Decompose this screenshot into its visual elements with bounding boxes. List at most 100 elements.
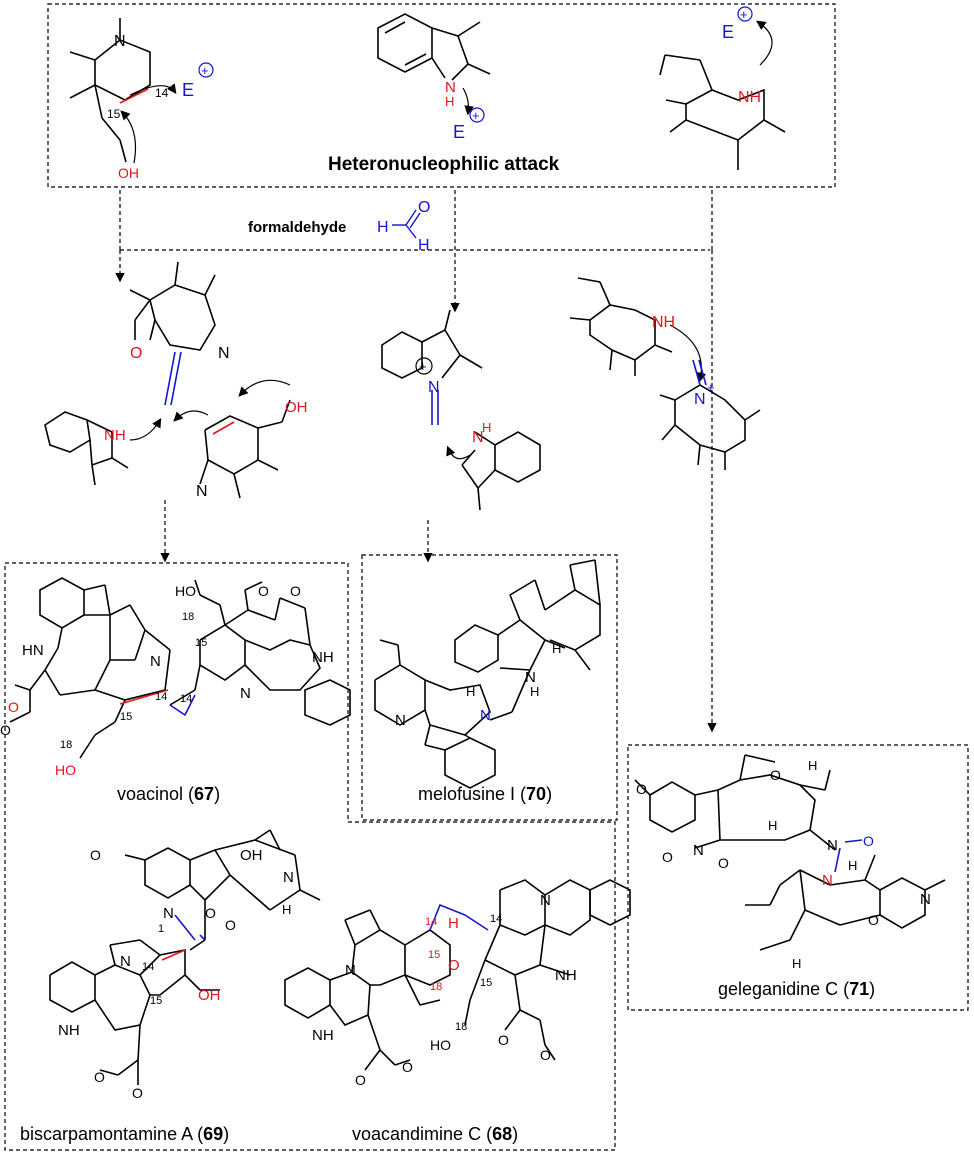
c69-n3: N — [283, 869, 294, 886]
int-b-h: H — [482, 420, 491, 435]
c67-c15-a: 15 — [195, 637, 207, 649]
frag1-c14: 14 — [155, 86, 169, 100]
int-b-n2: N — [472, 429, 484, 446]
c67-ho-top: HO — [175, 583, 196, 599]
c69-oh: OH — [240, 847, 263, 864]
c67-n1: N — [150, 653, 161, 670]
frag1-electrophile: E — [182, 80, 194, 100]
c67-c18-bottom: 18 — [60, 739, 72, 751]
c68-n1: N — [345, 962, 356, 979]
c68-c14-a: 14 — [425, 916, 437, 928]
frag3-nh: NH — [738, 89, 761, 106]
reagent-h: H — [377, 219, 389, 236]
c67-o3: O — [258, 583, 269, 599]
c68-ho: HO — [430, 1037, 451, 1053]
c69-o5: O — [132, 1085, 143, 1101]
c70-h3: H — [466, 684, 475, 699]
c71-o4: O — [770, 767, 781, 783]
int-a-n: N — [218, 345, 230, 362]
intermediate-c — [569, 277, 761, 470]
compound-69-label: biscarpamontamine A (69) — [20, 1124, 229, 1144]
c67-ho-bottom: HO — [55, 762, 76, 778]
c69-o3: O — [225, 917, 236, 933]
int-b-n: N — [428, 379, 440, 396]
c70-n1: N — [525, 669, 536, 686]
svg-text:+: + — [740, 7, 748, 22]
int-a-n2: N — [196, 483, 208, 500]
intermediate-b — [381, 309, 541, 511]
panel-title: Heteronucleophilic attack — [328, 154, 560, 175]
c69-c1: 1 — [158, 923, 164, 935]
c71-o6: O — [868, 912, 879, 928]
c71-o5: O — [863, 833, 874, 849]
c68-o1: O — [355, 1072, 366, 1088]
c71-o2: O — [662, 849, 673, 865]
c68-c18-a: 18 — [430, 981, 442, 993]
frag2-n: N — [445, 79, 456, 96]
reagent-label: formaldehyde — [248, 219, 346, 236]
plus-icon: + — [707, 380, 715, 395]
flow-lines — [115, 190, 717, 733]
c68-h: H — [448, 915, 459, 932]
c68-c18-b: 18 — [455, 1021, 467, 1033]
plus-icon — [198, 62, 214, 78]
compound-71-label: geleganidine C (71) — [718, 979, 875, 999]
compound-67-label: voacinol (67) — [117, 784, 220, 804]
c71-h2: H — [768, 818, 777, 833]
c67-o1: O — [8, 699, 19, 715]
compound-71-structure — [634, 754, 946, 951]
c69-o4: O — [94, 1069, 105, 1085]
c69-o1: O — [90, 847, 101, 863]
frag1-n: N — [114, 33, 126, 50]
int-a-o: O — [130, 345, 142, 362]
int-c-n: N — [694, 391, 706, 408]
c70-n3: N — [395, 712, 406, 729]
int-a-oh: OH — [285, 399, 308, 416]
c69-n2: N — [120, 953, 131, 970]
c71-o3: O — [718, 855, 729, 871]
c69-oh-red: OH — [198, 987, 221, 1004]
c69-o2: O — [205, 905, 216, 921]
svg-text:+: + — [201, 63, 209, 78]
intermediate-a — [44, 261, 291, 499]
c71-n4: N — [920, 891, 931, 908]
c68-nh-right: NH — [555, 967, 577, 984]
plus-icon — [469, 107, 485, 123]
compound-68-structure — [284, 879, 631, 1071]
c67-o4: O — [290, 583, 301, 599]
c71-n3: N — [822, 872, 833, 889]
c67-nh: NH — [312, 649, 334, 666]
c70-h2: H — [530, 684, 539, 699]
c69-c14: 14 — [142, 961, 154, 973]
int-a-nh: NH — [104, 427, 126, 444]
compound-frames — [4, 554, 969, 1151]
c68-nh-left: NH — [312, 1027, 334, 1044]
compound-70-label: melofusine I (70) — [418, 784, 552, 804]
c71-h1: H — [808, 758, 817, 773]
fragment-3 — [659, 20, 786, 170]
c69-c15: 15 — [150, 995, 162, 1007]
frag1-oh: OH — [118, 165, 139, 181]
c67-n2: N — [240, 685, 251, 702]
c67-c18-top: 18 — [182, 611, 194, 623]
frag1-c15: 15 — [107, 107, 121, 121]
c67-c14-b: 14 — [180, 693, 192, 705]
c68-o2: O — [402, 1059, 413, 1075]
c70-n2: N — [480, 707, 491, 724]
c71-o1: O — [636, 781, 647, 797]
c71-h4: H — [792, 956, 801, 971]
c67-hn: HN — [22, 642, 44, 659]
c69-nh: NH — [58, 1022, 80, 1039]
c68-o3: O — [498, 1032, 509, 1048]
plus-icon: + — [419, 359, 427, 374]
frag3-electrophile: E — [722, 22, 734, 42]
c68-o4: O — [540, 1047, 551, 1063]
c68-o-ring: O — [448, 957, 460, 974]
reagent-o: O — [418, 199, 430, 216]
c71-h3: H — [848, 858, 857, 873]
c70-h1: H — [552, 641, 561, 656]
int-c-nh: NH — [652, 314, 675, 331]
reagent-h: H — [418, 237, 430, 254]
compound-70-structure — [374, 559, 601, 789]
